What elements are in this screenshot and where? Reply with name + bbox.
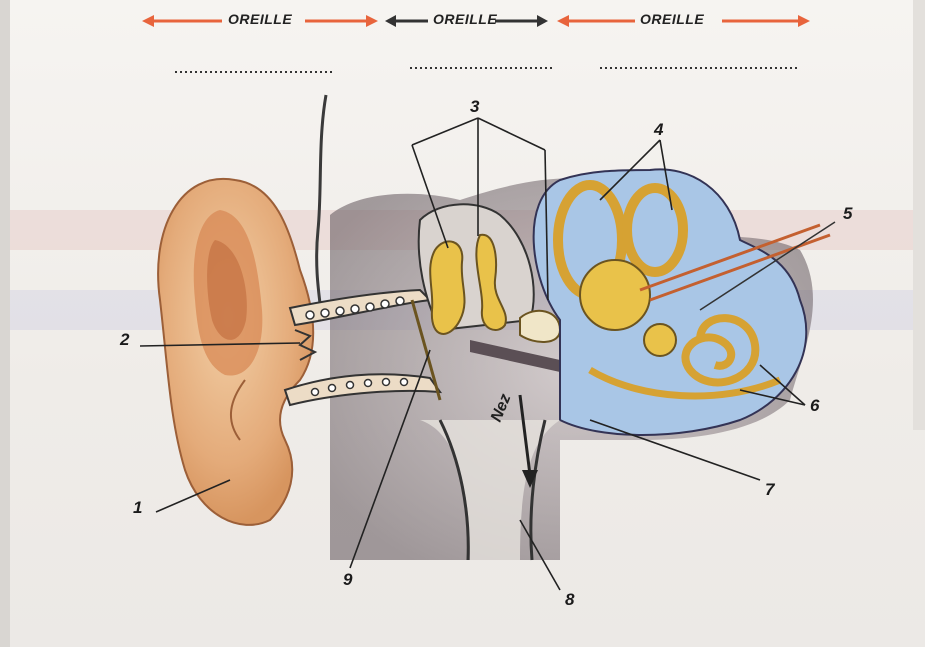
header-label-middle-ear: OREILLE bbox=[433, 11, 497, 27]
label-number-6: 6 bbox=[810, 396, 819, 416]
label-number-3: 3 bbox=[470, 97, 479, 117]
header-label-inner-ear: OREILLE bbox=[640, 11, 704, 27]
label-number-7: 7 bbox=[765, 480, 774, 500]
label-number-5: 5 bbox=[843, 204, 852, 224]
header-label-outer-ear: OREILLE bbox=[228, 11, 292, 27]
label-number-4: 4 bbox=[654, 120, 663, 140]
skull-wall bbox=[317, 95, 326, 320]
outer-ear-pinna bbox=[158, 179, 313, 525]
label-number-8: 8 bbox=[565, 590, 574, 610]
label-number-2: 2 bbox=[120, 330, 129, 350]
label-number-9: 9 bbox=[343, 570, 352, 590]
label-number-1: 1 bbox=[133, 498, 142, 518]
